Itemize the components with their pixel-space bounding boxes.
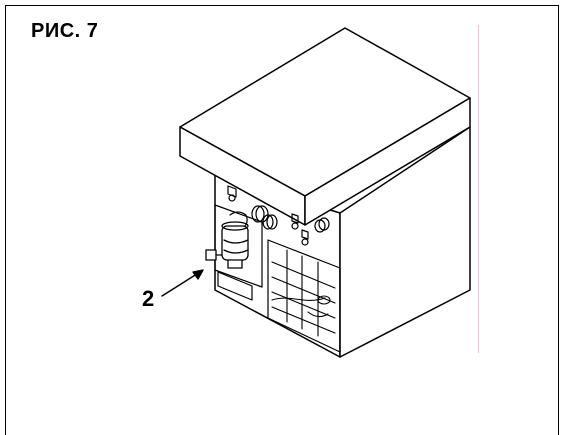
scan-artifact-line: [478, 25, 479, 353]
grid-coil: [271, 249, 336, 337]
callout-leader-arrow: [161, 269, 204, 297]
top-fittings: [227, 185, 309, 246]
figure-frame: [5, 5, 559, 435]
callout-label-2: 2: [142, 286, 155, 311]
filter-bowl: [205, 221, 249, 269]
cabinet-lid: [179, 27, 471, 226]
figure-title: РИС. 7: [31, 20, 99, 42]
